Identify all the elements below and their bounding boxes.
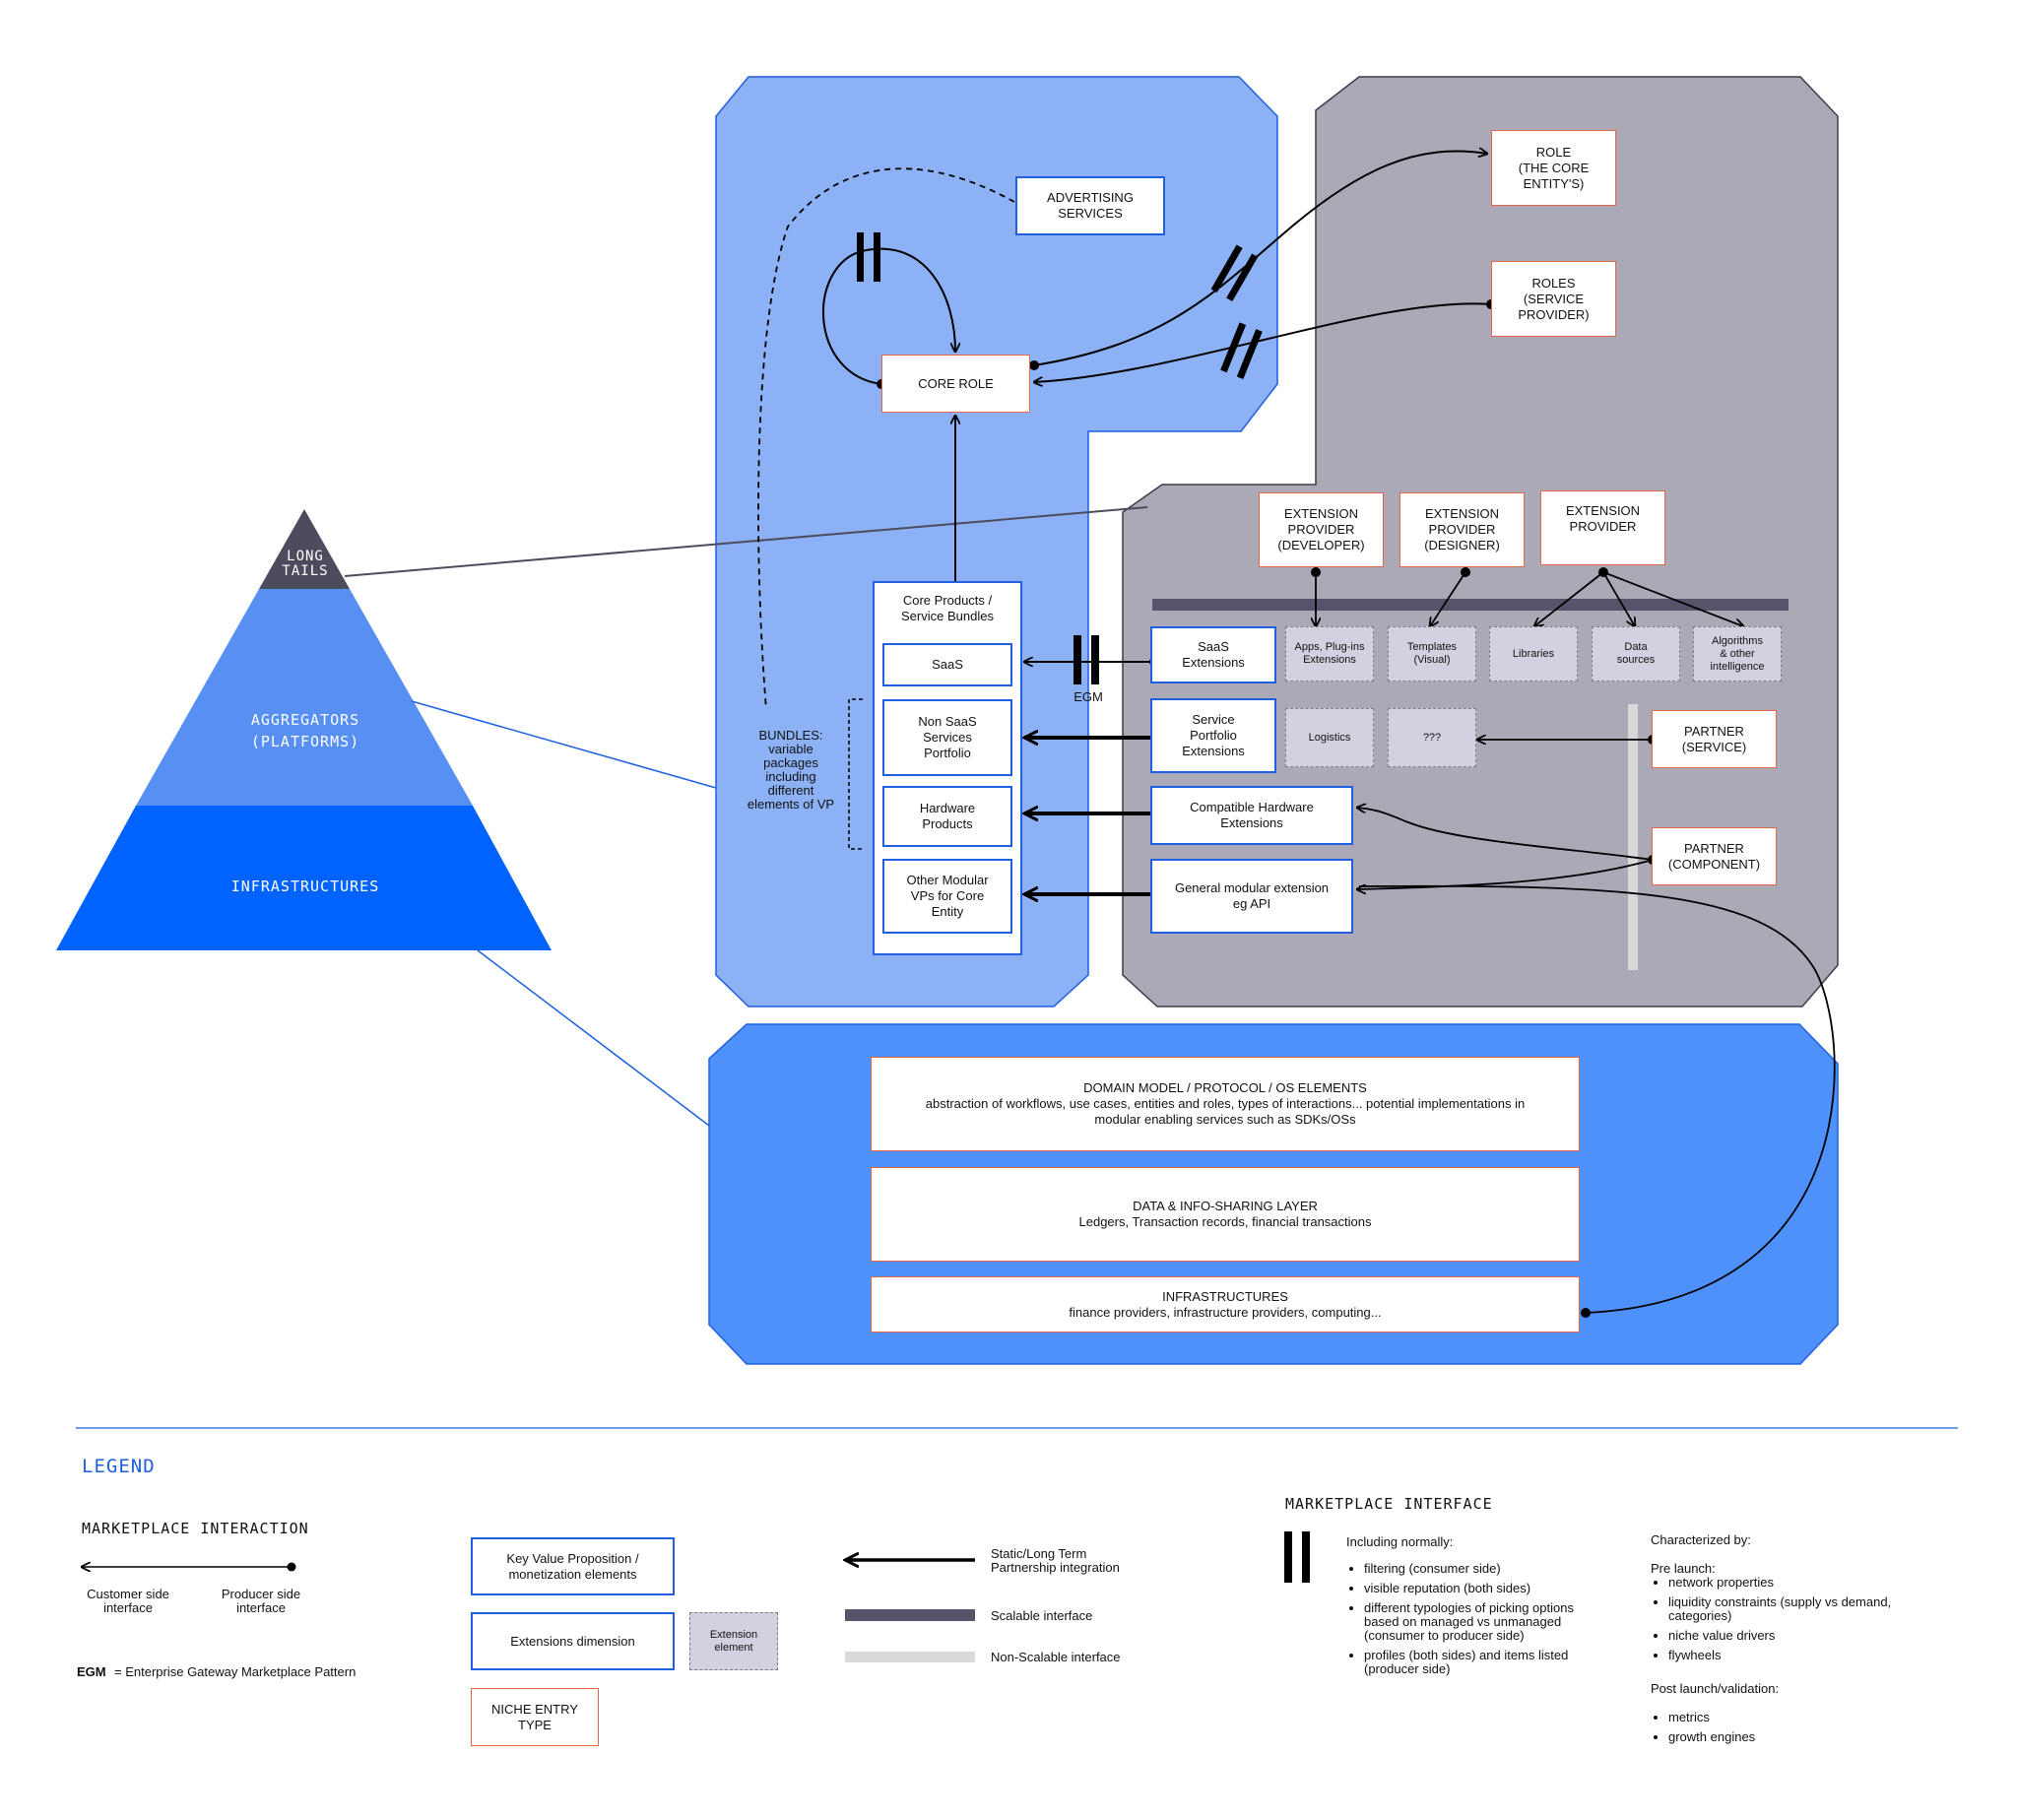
connector-infrastructures bbox=[477, 949, 710, 1127]
legend-egm-abbr: EGM bbox=[77, 1664, 106, 1679]
legend-interface-mark bbox=[1284, 1531, 1292, 1583]
egm-label: EGM bbox=[1074, 689, 1103, 704]
legend-customer-side: Customer side interface bbox=[87, 1587, 169, 1615]
legend-including-list: filtering (consumer side) visible reputa… bbox=[1346, 1562, 1642, 1680]
aggregator-panel bbox=[715, 76, 1278, 1008]
core-products-title: Core Products / Service Bundles bbox=[901, 593, 994, 623]
legend-producer-side: Producer side interface bbox=[221, 1587, 301, 1615]
legend-scalable-bar bbox=[845, 1609, 975, 1621]
role-core-entity-box: ROLE (THE CORE ENTITY'S) bbox=[1491, 130, 1616, 206]
legend-post-launch-heading: Post launch/validation: bbox=[1651, 1681, 1780, 1696]
core-item-saas: SaaS bbox=[882, 643, 1012, 686]
provider-to-algorithms bbox=[1602, 571, 1743, 626]
legend-including-heading: Including normally: bbox=[1346, 1534, 1454, 1549]
ext-element-algorithms: Algorithms & other intelligence bbox=[1693, 626, 1782, 682]
layer-domain-model-title: DOMAIN MODEL / PROTOCOL / OS ELEMENTS bbox=[1083, 1080, 1367, 1095]
ext-element-unknown: ??? bbox=[1388, 708, 1476, 767]
legend-post-launch-list: metrics growth engines bbox=[1651, 1711, 1966, 1748]
interface-mark-core-loop bbox=[857, 232, 864, 282]
ext-element-libraries: Libraries bbox=[1489, 626, 1578, 682]
layer-domain-model-desc: abstraction of workflows, use cases, ent… bbox=[925, 1096, 1526, 1127]
ext-element-logistics: Logistics bbox=[1285, 708, 1374, 767]
bundles-note: BUNDLES: variable packages including dif… bbox=[747, 728, 835, 812]
extension-provider-generic: EXTENSION PROVIDER bbox=[1540, 490, 1665, 565]
legend-pre-item: niche value drivers bbox=[1668, 1629, 1966, 1643]
legend-extension-element-box: Extension element bbox=[689, 1612, 778, 1670]
core-item-hardware: Hardware Products bbox=[882, 786, 1012, 847]
pyramid-aggregators-label: AGGREGATORS (PLATFORMS) bbox=[250, 711, 360, 750]
designer-to-templates bbox=[1430, 571, 1466, 626]
egm-interface-mark bbox=[1074, 635, 1081, 684]
layer-data-sharing-desc: Ledgers, Transaction records, financial … bbox=[1078, 1214, 1372, 1229]
extension-provider-designer: EXTENSION PROVIDER (DESIGNER) bbox=[1399, 492, 1525, 567]
core-role-box: CORE ROLE bbox=[881, 355, 1030, 413]
legend-kvp-box: Key Value Proposition / monetization ele… bbox=[471, 1537, 675, 1595]
legend-non-scalable-bar bbox=[845, 1652, 975, 1662]
legend-interface-title: MARKETPLACE INTERFACE bbox=[1285, 1495, 1493, 1513]
pyramid-infrastructures-label: INFRASTRUCTURES bbox=[230, 878, 380, 895]
connector-aggregators bbox=[411, 700, 717, 789]
core-item-non-saas: Non SaaS Services Portfolio bbox=[882, 699, 1012, 776]
layer-infrastructures-title: INFRASTRUCTURES bbox=[1162, 1288, 1288, 1304]
non-scalable-interface-bar bbox=[1628, 704, 1638, 970]
legend-including-item: visible reputation (both sides) bbox=[1364, 1582, 1642, 1595]
legend-interaction-title: MARKETPLACE INTERACTION bbox=[82, 1520, 309, 1537]
legend-scalable-label: Scalable interface bbox=[991, 1608, 1093, 1623]
service-provider-to-core-role bbox=[1034, 302, 1492, 382]
layer-infrastructures: INFRASTRUCTURES finance providers, infra… bbox=[871, 1276, 1580, 1332]
service-portfolio-extensions-box: Service Portfolio Extensions bbox=[1150, 698, 1276, 773]
infrastructures-to-modular bbox=[1358, 884, 1836, 1314]
partner-service-box: PARTNER (SERVICE) bbox=[1652, 710, 1777, 768]
extension-provider-developer: EXTENSION PROVIDER (DEVELOPER) bbox=[1259, 492, 1384, 567]
legend-including-item: profiles (both sides) and items listed (… bbox=[1364, 1649, 1642, 1676]
layer-infrastructures-desc: finance providers, infrastructure provid… bbox=[1069, 1304, 1382, 1320]
legend-post-item: metrics bbox=[1668, 1711, 1966, 1724]
partner-component-to-hardware bbox=[1357, 808, 1654, 861]
legend-including-item: filtering (consumer side) bbox=[1364, 1562, 1642, 1576]
bundles-bracket bbox=[848, 698, 863, 850]
pyramid-long-tails-label: LONG TAILS bbox=[282, 549, 329, 579]
core-role-to-role-entity bbox=[1033, 152, 1487, 366]
provider-to-data bbox=[1602, 571, 1635, 626]
advertising-services-box: ADVERTISING SERVICES bbox=[1015, 176, 1165, 235]
legend-title: LEGEND bbox=[82, 1456, 156, 1477]
legend-non-scalable-label: Non-Scalable interface bbox=[991, 1650, 1121, 1664]
saas-extensions-box: SaaS Extensions bbox=[1150, 626, 1276, 683]
ext-element-apps: Apps, Plug-ins Extensions bbox=[1285, 626, 1374, 682]
legend-post-item: growth engines bbox=[1668, 1730, 1966, 1744]
pyramid-top bbox=[259, 509, 350, 589]
general-modular-extension-box: General modular extension eg API bbox=[1150, 859, 1353, 934]
legend-characterized-heading: Characterized by: bbox=[1651, 1532, 1751, 1547]
ext-element-templates: Templates (Visual) bbox=[1388, 626, 1476, 682]
legend-static-label: Static/Long Term Partnership integration bbox=[991, 1546, 1120, 1575]
legend-including-item: different typologies of picking options … bbox=[1364, 1601, 1642, 1643]
ext-element-data-sources: Data sources bbox=[1592, 626, 1680, 682]
pyramid-middle bbox=[136, 589, 473, 806]
legend-extensions-dimension-box: Extensions dimension bbox=[471, 1612, 675, 1670]
legend-pre-item: network properties bbox=[1668, 1576, 1966, 1590]
legend-niche-entry-box: NICHE ENTRY TYPE bbox=[471, 1688, 599, 1746]
connector-long-tails bbox=[344, 506, 1148, 577]
legend-pre-launch-heading: Pre launch: bbox=[1651, 1561, 1716, 1576]
legend-egm-definition: = Enterprise Gateway Marketplace Pattern bbox=[114, 1664, 357, 1679]
core-item-other-modular: Other Modular VPs for Core Entity bbox=[882, 859, 1012, 934]
roles-service-provider-box: ROLES (SERVICE PROVIDER) bbox=[1491, 261, 1616, 337]
layer-data-sharing-title: DATA & INFO-SHARING LAYER bbox=[1133, 1199, 1318, 1213]
provider-to-libraries bbox=[1534, 571, 1604, 626]
compatible-hardware-extensions-box: Compatible Hardware Extensions bbox=[1150, 786, 1353, 845]
scalable-interface-bar bbox=[1152, 599, 1789, 611]
legend-pre-item: liquidity constraints (supply vs demand,… bbox=[1668, 1595, 1966, 1623]
pyramid-bottom bbox=[56, 806, 552, 950]
legend-pre-item: flywheels bbox=[1668, 1649, 1966, 1662]
layer-data-sharing: DATA & INFO-SHARING LAYER Ledgers, Trans… bbox=[871, 1167, 1580, 1262]
legend-pre-launch-list: network properties liquidity constraints… bbox=[1651, 1576, 1966, 1666]
partner-component-to-modular bbox=[1357, 859, 1654, 889]
layer-domain-model: DOMAIN MODEL / PROTOCOL / OS ELEMENTS ab… bbox=[871, 1057, 1580, 1151]
partner-component-box: PARTNER (COMPONENT) bbox=[1652, 827, 1777, 885]
